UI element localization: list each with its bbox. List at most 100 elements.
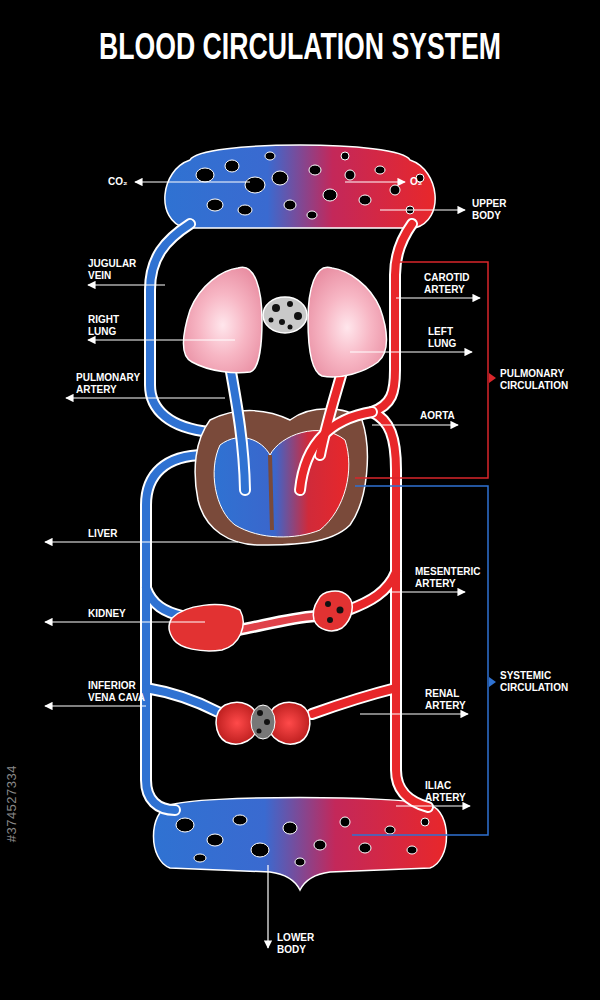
lower-capillary-bed: [154, 798, 447, 891]
vein: [146, 588, 182, 616]
vein: [146, 688, 218, 712]
capillary-hole: [257, 710, 263, 716]
capillary-holes: [196, 152, 424, 219]
capillary-hole: [245, 177, 265, 193]
part-label: LEFT LUNG: [428, 326, 484, 350]
organ-holes: [325, 601, 344, 623]
intestine-organ: [313, 591, 352, 631]
capillary-hole: [345, 170, 355, 180]
leader-arrow: [380, 209, 465, 210]
liver-organ: [169, 605, 243, 651]
part-label: INFERIOR VENA CAVA: [88, 680, 152, 704]
diagram-title: BLOOD CIRCULATION SYSTEM: [78, 26, 522, 68]
pulmonary-bracket: [355, 262, 488, 478]
heart: [195, 409, 367, 545]
part-label: JUGULAR VEIN: [88, 258, 144, 282]
capillary-hole: [295, 858, 305, 866]
capillary-hole: [264, 719, 270, 725]
organ-hole: [337, 607, 344, 614]
leader-arrow: [388, 591, 465, 592]
leader-arrow: [350, 351, 472, 352]
capillary-hole: [196, 168, 214, 182]
leader-arrow: [45, 541, 238, 542]
vessel-outlines: [146, 224, 428, 810]
capillary-hole: [194, 854, 206, 862]
vein-outline: [228, 355, 245, 490]
capillary-hole: [279, 319, 285, 325]
lung-capillaries: [263, 297, 307, 333]
kidney-capillaries: [251, 705, 275, 739]
capillary-hole: [269, 318, 274, 323]
capillary-hole: [225, 160, 239, 172]
capillary-hole: [257, 729, 262, 734]
leader-arrow: [45, 621, 205, 622]
capillary-hole: [283, 822, 297, 834]
part-label: CAROTID ARTERY: [424, 272, 480, 296]
pulmonary-vessel: [228, 355, 245, 490]
capillary-hole: [323, 189, 337, 201]
vessel-outline: [238, 616, 316, 630]
artery-outline: [348, 572, 396, 610]
right-lung: [184, 267, 263, 373]
leader-arrow: [135, 181, 250, 182]
part-label: UPPER BODY: [472, 198, 528, 222]
watermark-text: #374527334: [6, 765, 18, 842]
part-label: LIVER: [88, 528, 117, 540]
capillary-hole: [287, 301, 293, 307]
left-lung: [308, 267, 387, 377]
part-label: O₂: [410, 176, 422, 188]
capillary-hole: [407, 846, 417, 854]
capillary-hole: [341, 152, 349, 160]
capillary-hole: [272, 171, 288, 185]
capillary-hole: [375, 166, 385, 174]
bracket-pointer: [489, 677, 496, 687]
leader-arrow: [345, 181, 405, 182]
leader-arrow: [267, 865, 268, 948]
part-label: PULMONARY ARTERY: [76, 372, 146, 396]
vein-outline: [146, 688, 218, 712]
systemic-bracket: [352, 486, 488, 835]
capillary-hole: [421, 818, 429, 826]
artery: [312, 688, 396, 714]
vein-outline: [146, 588, 182, 616]
capillary-hole: [309, 165, 321, 175]
pulmonary-vein-vessel: [320, 372, 342, 455]
capillary-holes: [257, 710, 271, 734]
leader-arrow: [372, 424, 458, 425]
part-label: CO₂: [108, 176, 127, 188]
capillary-hole: [207, 199, 223, 211]
part-label: MESENTERIC ARTERY: [415, 566, 485, 590]
bracket-pointer: [489, 373, 496, 383]
capillary-hole: [390, 185, 400, 195]
part-label: PULMONARY CIRCULATION: [500, 368, 572, 392]
part-label: LOWER BODY: [277, 932, 333, 956]
upper-capillary-bed: [165, 145, 435, 228]
organ-hole: [325, 601, 331, 607]
artery-outline: [372, 412, 428, 807]
part-label: ILIAC ARTERY: [425, 780, 481, 804]
capillary-hole: [251, 843, 269, 857]
part-label: SYSTEMIC CIRCULATION: [500, 670, 572, 694]
capillary-hole: [314, 840, 326, 850]
leader-arrow: [66, 397, 225, 398]
portal-vessel: [238, 616, 316, 630]
leader-arrows: [45, 182, 480, 948]
capillary-hole: [265, 152, 275, 160]
capillary-holes: [176, 815, 429, 866]
vessel-outlines: [228, 355, 372, 630]
capillary-hole: [307, 211, 317, 219]
capillary-hole: [359, 195, 371, 205]
part-label: RIGHT LUNG: [88, 314, 144, 338]
capillary-hole: [176, 818, 194, 832]
capillary-holes: [269, 301, 303, 330]
capillary-hole: [359, 843, 371, 853]
capillary-hole: [272, 304, 280, 312]
capillary-hole: [288, 325, 293, 330]
artery: [348, 572, 396, 610]
leader-arrow: [88, 339, 235, 340]
capillary-hole: [294, 312, 302, 320]
capillary-hole: [340, 817, 350, 827]
artery-outline: [312, 688, 396, 714]
